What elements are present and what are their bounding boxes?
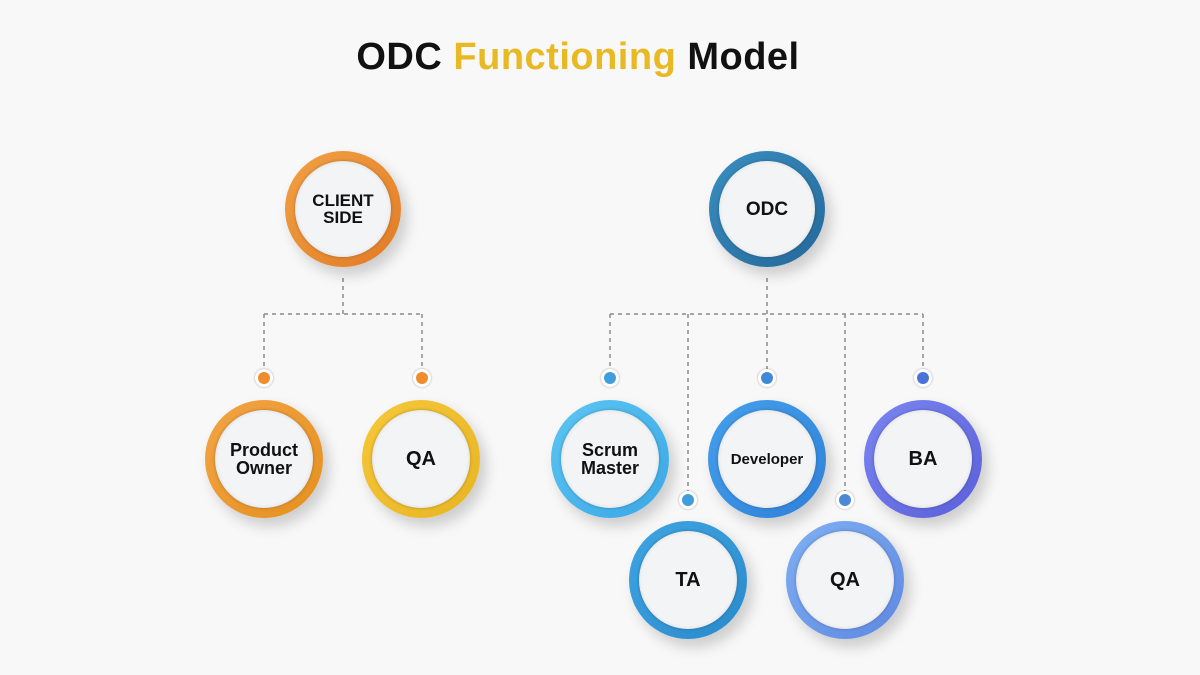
node-label: QA bbox=[406, 448, 436, 470]
connector-dot bbox=[836, 491, 854, 509]
product-owner-node: Product Owner bbox=[205, 400, 323, 518]
title-part-model: Model bbox=[687, 36, 800, 78]
node-label: BA bbox=[908, 448, 938, 470]
scrum-master-node: Scrum Master bbox=[551, 400, 669, 518]
developer-node: Developer bbox=[708, 400, 826, 518]
title-part-functioning: Functioning bbox=[453, 36, 677, 78]
node-label: Master bbox=[580, 458, 640, 478]
node-label: TA bbox=[675, 569, 701, 591]
odc-node: ODC bbox=[709, 151, 825, 267]
connector-dot bbox=[679, 491, 697, 509]
client-side-node: CLIENT SIDE bbox=[285, 151, 401, 267]
odc-connector bbox=[609, 278, 924, 492]
node-label: CLIENT bbox=[312, 191, 374, 210]
client-qa-node: QA bbox=[362, 400, 480, 518]
connector-dot bbox=[601, 369, 619, 387]
node-label: Product bbox=[229, 440, 298, 460]
connector-dot bbox=[413, 369, 431, 387]
node-label: SIDE bbox=[323, 208, 363, 227]
ba-node: BA bbox=[864, 400, 982, 518]
connector-dot bbox=[758, 369, 776, 387]
connector-dot bbox=[914, 369, 932, 387]
title-part-odc: ODC bbox=[356, 36, 443, 78]
node-label: Scrum bbox=[581, 440, 639, 460]
node-label: Developer bbox=[730, 450, 804, 468]
client-connector bbox=[263, 278, 423, 370]
node-label: Owner bbox=[235, 458, 292, 478]
node-label: ODC bbox=[745, 198, 789, 220]
diagram-title: ODC Functioning Model bbox=[0, 36, 1156, 79]
node-label: QA bbox=[830, 569, 860, 591]
odc-qa-node: QA bbox=[786, 521, 904, 639]
connector-dot bbox=[255, 369, 273, 387]
ta-node: TA bbox=[629, 521, 747, 639]
